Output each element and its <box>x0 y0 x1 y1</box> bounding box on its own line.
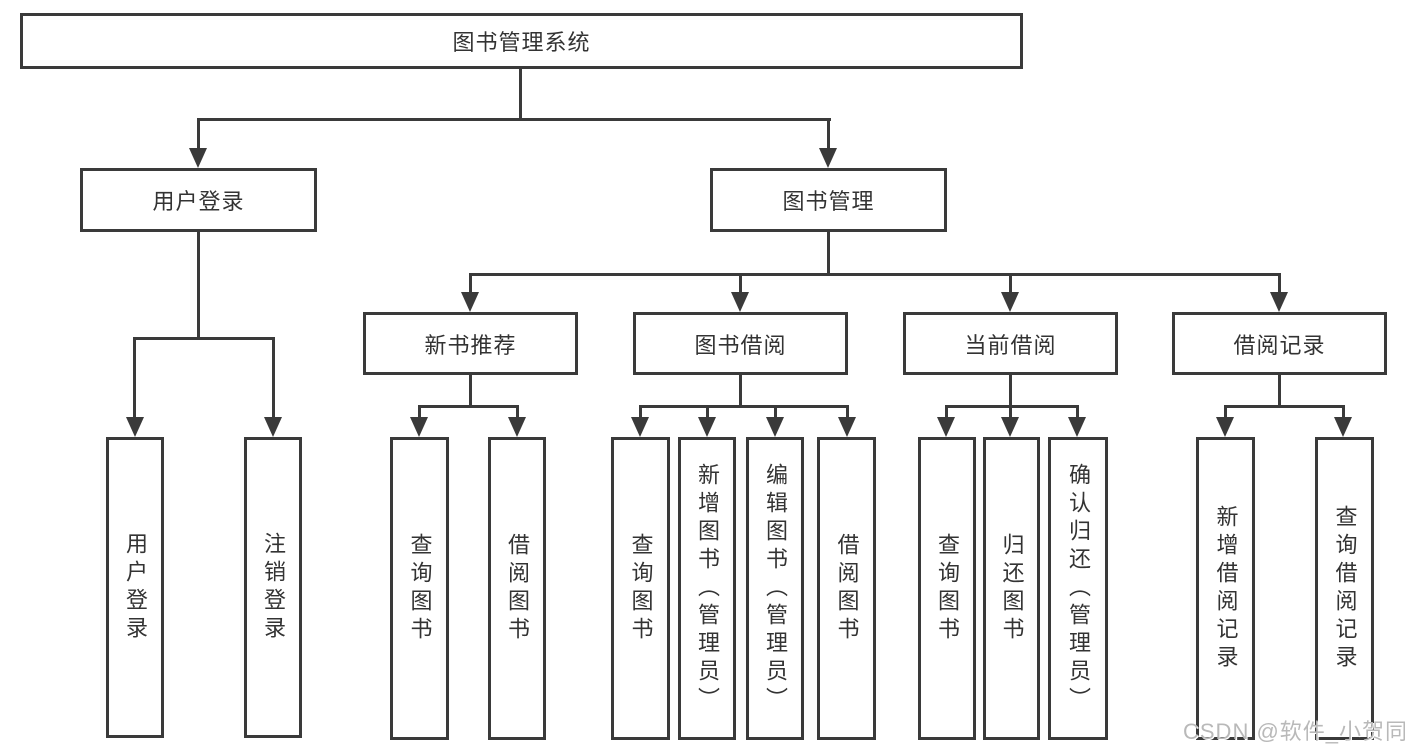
leaf-records-query-record: 查询借阅记录 <box>1315 437 1374 740</box>
arrowhead-down <box>1068 417 1086 437</box>
node-label: 图书管理系统 <box>452 30 591 55</box>
arrowhead-down <box>937 417 955 437</box>
node-label: 新书推荐 <box>424 332 517 358</box>
node-label: 查询借阅记录 <box>1332 504 1358 673</box>
connector-line <box>1009 375 1012 407</box>
connector-line <box>469 273 472 294</box>
connector-line <box>197 118 831 121</box>
node-book-borrow: 图书借阅 <box>633 312 848 375</box>
connector-line <box>639 405 849 408</box>
connector-line <box>945 405 948 419</box>
leaf-recommend-borrow-books: 借阅图书 <box>488 437 546 740</box>
arrowhead-down <box>1334 417 1352 437</box>
node-book-management: 图书管理 <box>710 168 947 232</box>
connector-line <box>1278 375 1281 407</box>
node-user-login: 用户登录 <box>80 168 317 232</box>
connector-line <box>1009 405 1012 419</box>
arrowhead-down <box>631 417 649 437</box>
node-label: 确认归还（管理员） <box>1066 462 1091 715</box>
connector-line <box>1224 405 1345 408</box>
node-root: 图书管理系统 <box>20 13 1023 69</box>
node-label: 借阅图书 <box>834 532 860 645</box>
node-label: 当前借阅 <box>964 332 1057 358</box>
connector-line <box>197 232 200 340</box>
leaf-current-return-books: 归还图书 <box>983 437 1040 740</box>
leaf-borrow-query-books: 查询图书 <box>611 437 670 740</box>
connector-line <box>469 375 472 407</box>
connector-line <box>827 118 830 151</box>
leaf-borrow-add-books-admin: 新增图书（管理员） <box>678 437 736 740</box>
connector-line <box>846 405 849 419</box>
connector-line <box>739 375 742 407</box>
arrowhead-down <box>461 292 479 312</box>
node-label: 查询图书 <box>628 532 654 645</box>
connector-line <box>774 405 777 419</box>
node-current-borrow: 当前借阅 <box>903 312 1118 375</box>
node-label: 用户登录 <box>123 531 148 644</box>
watermark-text: CSDN @软件_小贺同学 <box>1183 719 1405 744</box>
node-label: 图书借阅 <box>694 332 787 358</box>
arrowhead-down <box>731 292 749 312</box>
arrowhead-down <box>126 417 144 437</box>
leaf-logout: 注销登录 <box>244 437 302 738</box>
connector-line <box>1278 273 1281 294</box>
connector-line <box>1342 405 1345 419</box>
node-label: 编辑图书（管理员） <box>763 462 788 715</box>
node-label: 借阅记录 <box>1233 332 1326 358</box>
arrowhead-down <box>1001 292 1019 312</box>
connector-line <box>516 405 519 419</box>
node-label: 图书管理 <box>782 189 875 214</box>
connector-line <box>469 273 1281 276</box>
node-label: 查询图书 <box>407 532 433 645</box>
leaf-current-query-books: 查询图书 <box>918 437 976 740</box>
arrowhead-down <box>1270 292 1288 312</box>
arrowhead-down <box>264 417 282 437</box>
leaf-records-add-record: 新增借阅记录 <box>1196 437 1255 740</box>
connector-line <box>418 405 421 419</box>
arrowhead-down <box>819 148 837 168</box>
node-new-book-recommend: 新书推荐 <box>363 312 578 375</box>
arrowhead-down <box>410 417 428 437</box>
connector-line <box>519 69 522 121</box>
leaf-user-login: 用户登录 <box>106 437 164 738</box>
leaf-borrow-borrow-books: 借阅图书 <box>817 437 876 740</box>
node-borrow-records: 借阅记录 <box>1172 312 1387 375</box>
node-label: 新增图书（管理员） <box>695 462 720 715</box>
connector-line <box>197 118 200 151</box>
leaf-recommend-query-books: 查询图书 <box>390 437 449 740</box>
node-label: 归还图书 <box>999 532 1025 645</box>
arrowhead-down <box>508 417 526 437</box>
connector-line <box>418 405 519 408</box>
node-label: 查询图书 <box>935 532 960 645</box>
arrowhead-down <box>1001 417 1019 437</box>
arrowhead-down <box>766 417 784 437</box>
arrowhead-down <box>698 417 716 437</box>
node-label: 用户登录 <box>152 189 245 214</box>
arrowhead-down <box>1216 417 1234 437</box>
arrowhead-down <box>189 148 207 168</box>
connector-line <box>739 273 742 294</box>
node-label: 注销登录 <box>261 531 286 644</box>
node-label: 借阅图书 <box>505 532 530 645</box>
connector-line <box>639 405 642 419</box>
arrowhead-down <box>838 417 856 437</box>
leaf-current-confirm-return-admin: 确认归还（管理员） <box>1048 437 1108 740</box>
connector-line <box>1076 405 1079 419</box>
connector-line <box>706 405 709 419</box>
connector-line <box>1009 273 1012 294</box>
connector-line <box>272 337 275 419</box>
connector-line <box>133 337 275 340</box>
connector-line <box>945 405 1079 408</box>
connector-line <box>827 232 830 276</box>
node-label: 新增借阅记录 <box>1213 504 1239 673</box>
leaf-borrow-edit-books-admin: 编辑图书（管理员） <box>746 437 804 740</box>
connector-line <box>133 337 136 419</box>
connector-line <box>1224 405 1227 419</box>
